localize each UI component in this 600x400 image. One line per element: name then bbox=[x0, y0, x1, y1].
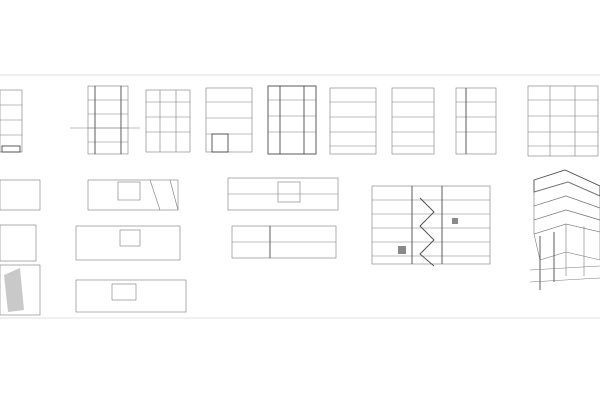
plan-5 bbox=[227, 177, 339, 211]
section-9 bbox=[527, 85, 599, 157]
section-8 bbox=[455, 87, 497, 155]
section-6 bbox=[329, 87, 377, 155]
section-3 bbox=[145, 89, 191, 153]
section-5 bbox=[267, 85, 317, 155]
stair-zigzag bbox=[419, 197, 435, 267]
plan-4 bbox=[75, 279, 187, 313]
plan-left-partial bbox=[0, 179, 41, 316]
plan-3 bbox=[75, 225, 181, 261]
section-2 bbox=[70, 85, 140, 155]
plan-6 bbox=[231, 225, 337, 259]
section-4 bbox=[205, 87, 253, 153]
axonometric-view bbox=[529, 169, 600, 290]
stair-section bbox=[371, 185, 491, 267]
plans-row bbox=[0, 177, 491, 316]
section-1 bbox=[0, 89, 23, 153]
section-7 bbox=[391, 87, 435, 155]
section-row-top bbox=[0, 85, 599, 157]
plan-2 bbox=[87, 179, 179, 211]
hatched-wall bbox=[4, 268, 24, 312]
